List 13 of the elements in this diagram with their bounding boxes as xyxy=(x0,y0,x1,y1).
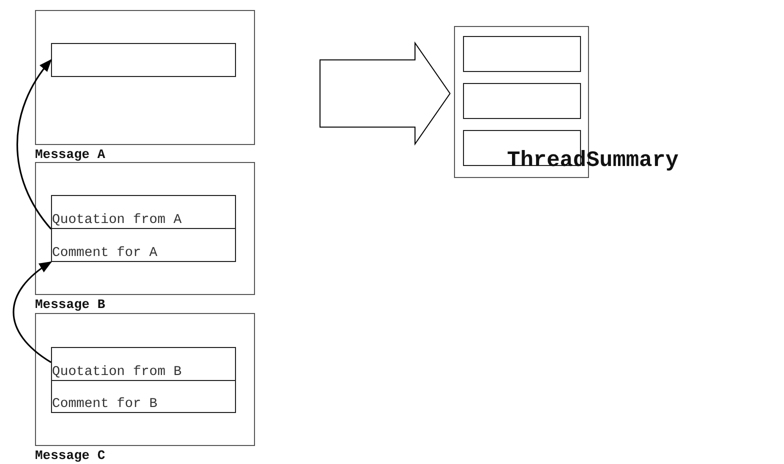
empty-box xyxy=(51,43,236,77)
curved-arrow xyxy=(16,59,52,230)
empty-box xyxy=(463,36,581,72)
message-title: Message B xyxy=(35,298,106,311)
curved-arrow xyxy=(12,261,52,363)
message-title: Message A xyxy=(35,148,106,161)
empty-box xyxy=(463,83,581,119)
text-box: Quotation from A xyxy=(51,195,236,229)
block-arrow xyxy=(320,41,451,146)
message-title: Message C xyxy=(35,449,106,462)
text-box: Comment for A xyxy=(51,228,236,262)
text-box: Comment for B xyxy=(51,380,236,413)
text-box: Quotation from B xyxy=(51,347,236,381)
